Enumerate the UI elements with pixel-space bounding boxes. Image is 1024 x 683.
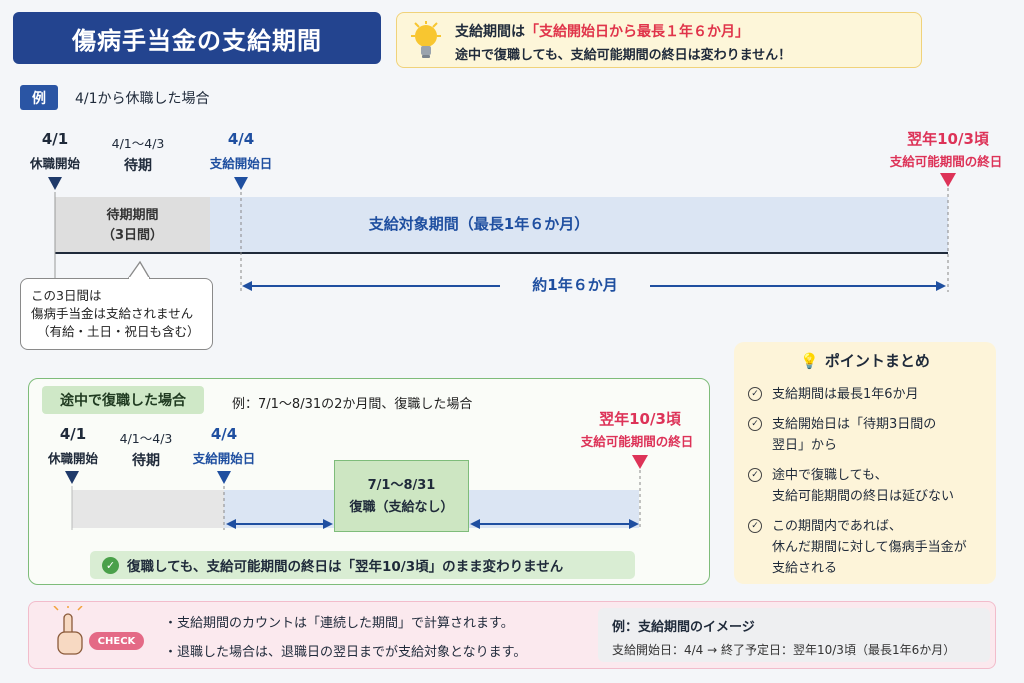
- point-item: ✓ 途中で復職しても、支給可能期間の終日は延びない: [748, 465, 988, 507]
- point-text: 支給開始日は「待期3日間の: [772, 417, 937, 432]
- points-list: ✓ 支給期間は最長1年6か月 ✓ 支給開始日は「待期3日間の翌日」から ✓ 途中…: [748, 384, 988, 588]
- t1-start-label: 休職開始: [29, 156, 80, 171]
- return-period-box: 7/1〜8/31 復職（支給なし）: [334, 460, 469, 532]
- check-circle-icon: ✓: [748, 468, 762, 482]
- pay-start-marker: [234, 177, 248, 190]
- t2-arrow-a-right: [323, 519, 333, 529]
- t2-pay-start-date: 4/4: [210, 425, 238, 443]
- callout-line2: 傷病手当金は支給されません: [31, 306, 194, 321]
- t2-arrow-a-left: [226, 519, 236, 529]
- check-item-2: ・退職した場合は、退職日の翌日までが支給対象となります。: [164, 645, 527, 660]
- check-circle-icon: ✓: [748, 387, 762, 401]
- callout-line3: （有給・土日・祝日も含む）: [37, 324, 200, 339]
- timeline-baseline: [55, 252, 948, 254]
- t2-pay-start-marker: [217, 471, 231, 484]
- check-circle-icon: ✓: [748, 519, 762, 533]
- point-text: 翌日」から: [772, 438, 838, 453]
- span-arrow-right: [936, 281, 946, 291]
- point-text: 支給される: [772, 561, 838, 576]
- wait-period-line1: 待期期間: [106, 208, 159, 223]
- pointing-hand-icon: [53, 606, 83, 655]
- t1-start-date: 4/1: [41, 130, 69, 148]
- callout-line1: この3日間は: [31, 288, 102, 303]
- example-text: 4/1から休職した場合: [75, 91, 210, 107]
- note-line-2: 途中で復職しても、支給可能期間の終日は変わりません！: [455, 48, 792, 63]
- t2-wait-bar: [72, 490, 224, 528]
- end-marker: [940, 173, 956, 187]
- point-text: 支給可能期間の終日は延びない: [772, 489, 955, 504]
- wait-period-bar: [55, 197, 210, 252]
- points-summary-box: 💡 ポイントまとめ ✓ 支給期間は最長1年6か月 ✓ 支給開始日は「待期3日間の翌…: [734, 342, 996, 584]
- check-item-2-text: 退職した場合は、退職日の翌日までが支給対象となります。: [177, 645, 527, 660]
- note-line-1: 支給期間は「支給開始日から最長１年６か月」: [455, 21, 749, 41]
- point-item: ✓ この期間内であれば、休んだ期間に対して傷病手当金が支給される: [748, 516, 988, 579]
- check-circle-icon: ✓: [102, 556, 119, 574]
- period-image-title: 例：支給期間のイメージ: [612, 620, 755, 635]
- benefit-period-label: 支給対象期間（最長1年６か月）: [368, 215, 590, 233]
- t1-pay-start-label: 支給開始日: [209, 156, 273, 171]
- point-item: ✓ 支給開始日は「待期3日間の翌日」から: [748, 414, 988, 456]
- points-title-text: ポイントまとめ: [824, 352, 930, 370]
- start-marker: [48, 177, 62, 190]
- t2-arrow-b-left: [470, 519, 480, 529]
- t1-pay-start-date: 4/4: [227, 130, 255, 148]
- t2-start-label: 休職開始: [47, 451, 98, 466]
- point-text: 休んだ期間に対して傷病手当金が: [772, 540, 967, 555]
- wait-callout: この3日間は 傷病手当金は支給されません （有給・土日・祝日も含む）: [20, 278, 213, 350]
- return-period-label: 復職（支給なし）: [349, 500, 454, 515]
- key-note-box: 支給期間は「支給開始日から最長１年６か月」 途中で復職しても、支給可能期間の終日…: [396, 12, 922, 68]
- t2-wait-label: 待期: [132, 453, 160, 469]
- points-title: 💡 ポイントまとめ: [734, 350, 996, 371]
- return-to-work-example: 例：7/1〜8/31の2か月間、復職した場合: [232, 397, 473, 412]
- wait-period-label: 待期期間 （3日間）: [55, 206, 210, 246]
- point-item: ✓ 支給期間は最長1年6か月: [748, 384, 988, 405]
- t1-wait-date: 4/1〜4/3: [111, 136, 165, 151]
- point-text: 途中で復職しても、: [772, 468, 888, 483]
- callout-pointer-mask: [129, 277, 149, 280]
- return-to-work-tag: 途中で復職した場合: [42, 386, 204, 414]
- t2-end-date: 翌年10/3頃: [599, 410, 681, 428]
- period-image-box: 例：支給期間のイメージ 支給開始日：4/4 → 終了予定日：翌年10/3頃（最長…: [598, 608, 990, 662]
- lightbulb-icon: [411, 21, 441, 58]
- t2-pay-start-label: 支給開始日: [192, 451, 256, 466]
- check-badge: CHECK: [89, 632, 144, 650]
- check-item-1-text: 支給期間のカウントは「連続した期間」で計算されます。: [177, 616, 514, 631]
- t2-start-marker: [65, 471, 79, 484]
- note-prefix: 支給期間は: [455, 24, 525, 40]
- point-text: この期間内であれば、: [772, 519, 902, 534]
- t2-end-marker: [632, 455, 648, 469]
- page-title: 傷病手当金の支給期間: [13, 12, 381, 64]
- t2-arrow-b-right: [629, 519, 639, 529]
- t2-start-date: 4/1: [59, 425, 87, 443]
- return-period-date: 7/1〜8/31: [367, 478, 436, 493]
- span-label: 約1年６か月: [500, 274, 650, 295]
- example-tag: 例: [20, 85, 58, 110]
- return-summary-text: 復職しても、支給可能期間の終日は「翌年10/3頃」のまま変わりません: [127, 559, 564, 575]
- point-text: 支給期間は最長1年6か月: [772, 387, 919, 402]
- t1-end-label: 支給可能期間の終日: [889, 154, 1003, 169]
- check-circle-icon: ✓: [748, 417, 762, 431]
- wait-period-line2: （3日間）: [101, 228, 164, 243]
- check-item-1: ・支給期間のカウントは「連続した期間」で計算されます。: [164, 616, 514, 631]
- period-image-detail: 支給開始日：4/4 → 終了予定日：翌年10/3頃（最長1年6か月）: [612, 643, 956, 657]
- t2-wait-date: 4/1〜4/3: [119, 431, 173, 446]
- lightbulb-icon: 💡: [800, 352, 819, 370]
- t2-end-label: 支給可能期間の終日: [580, 434, 694, 449]
- t1-end-date: 翌年10/3頃: [907, 130, 989, 148]
- benefit-period-bar: [210, 197, 948, 252]
- t1-wait-label: 待期: [124, 158, 152, 174]
- note-highlight: 「支給開始日から最長１年６か月」: [525, 24, 749, 40]
- span-arrow-left: [242, 281, 252, 291]
- return-summary: ✓ 復職しても、支給可能期間の終日は「翌年10/3頃」のまま変わりません: [90, 551, 635, 579]
